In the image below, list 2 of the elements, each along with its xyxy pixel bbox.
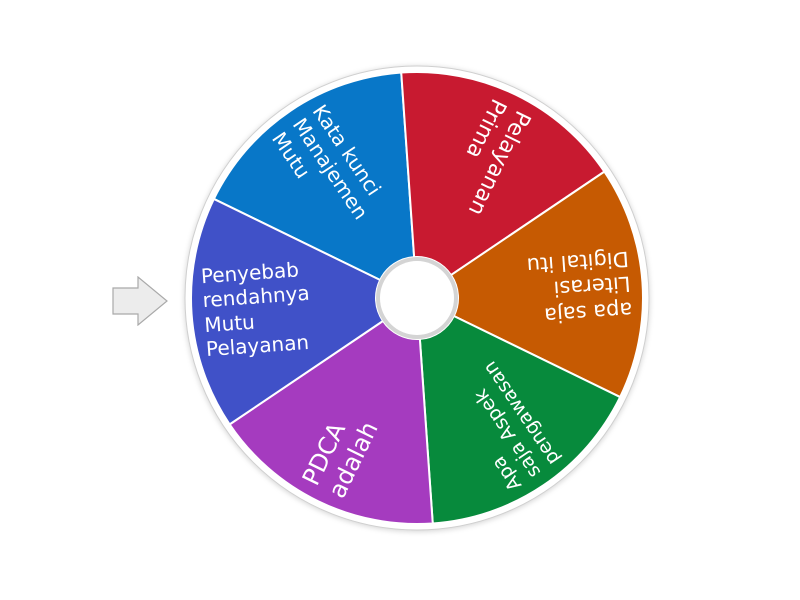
slice-label: apa saja Literasi Digital itu	[525, 245, 634, 330]
slice-label: Penyebab rendahnya Mutu Pelayanan	[200, 256, 312, 362]
